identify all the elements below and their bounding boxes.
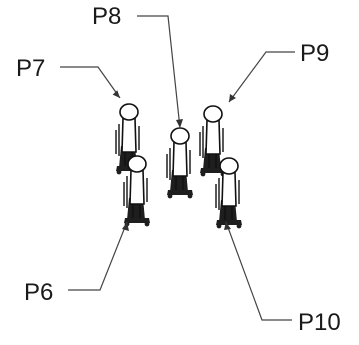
leader-p6: [68, 221, 129, 291]
leader-p10: [224, 221, 292, 321]
label-p9: P9: [300, 40, 329, 67]
label-p7: P7: [16, 55, 45, 82]
label-p6: P6: [24, 279, 53, 306]
leader-p7: [60, 66, 121, 99]
part-p8: [166, 127, 194, 200]
part-p10: [215, 157, 243, 230]
part-p6: [123, 155, 151, 228]
leader-p9: [228, 51, 295, 103]
label-p8: P8: [92, 3, 121, 30]
leader-p8: [137, 15, 183, 129]
label-p10: P10: [298, 309, 341, 336]
